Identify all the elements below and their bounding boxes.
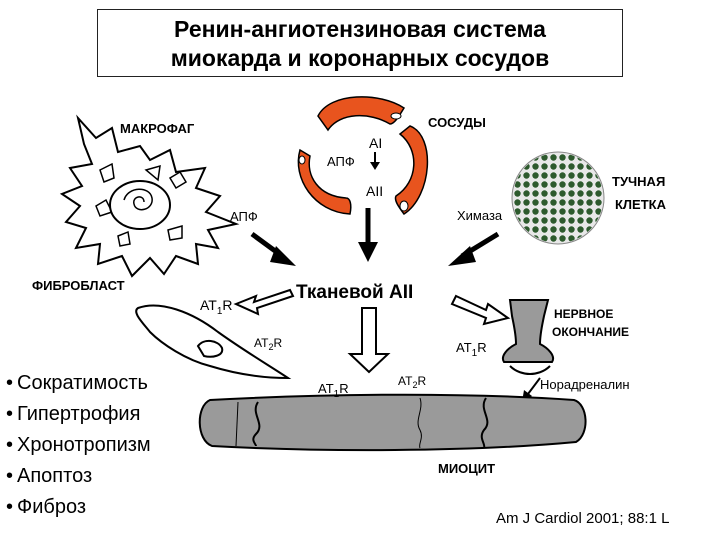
effect-item: Сократимость — [6, 368, 151, 399]
at2r-myocyte-label: AT2R — [398, 374, 426, 390]
fibroblast-label: ФИБРОБЛАСТ — [32, 278, 125, 293]
converging-arrows — [250, 208, 500, 266]
at1r-nerve-label: AT1R — [456, 340, 487, 359]
norepinephrine-label: Норадреналин — [540, 377, 630, 392]
myocyte-label: МИОЦИТ — [438, 461, 495, 476]
myocyte-line-2 — [417, 397, 422, 449]
vessel-cells — [297, 96, 429, 216]
mast-cell-label-1: ТУЧНАЯ — [612, 174, 665, 189]
nerve-ending — [502, 299, 554, 363]
ace-center-label: АПФ — [327, 154, 355, 169]
myocyte-disc-2 — [480, 397, 489, 449]
nerve-label-2: ОКОНЧАНИЕ — [552, 325, 629, 339]
chymase-label: Химаза — [457, 208, 503, 223]
effect-item: Апоптоз — [6, 461, 151, 492]
myocyte-line-1 — [235, 401, 239, 447]
macrophage-label: МАКРОФАГ — [120, 121, 195, 136]
effects-list: Сократимость Гипертрофия Хронотропизм Ап… — [6, 368, 151, 523]
nerve-label-1: НЕРВНОЕ — [554, 307, 613, 321]
at1r-fibroblast-label: AT1R — [200, 297, 233, 317]
title-line-2: миокарда и коронарных сосудов — [170, 45, 550, 71]
effect-item: Хронотропизм — [6, 430, 151, 461]
citation: Am J Cardiol 2001; 88:1 L — [496, 510, 670, 527]
mast-cell-label-2: КЛЕТКА — [615, 197, 667, 212]
myocyte-disc-1 — [252, 401, 261, 447]
ace-macrophage-label: АПФ — [230, 209, 258, 224]
tissue-aii-label: Тканевой AII — [296, 282, 413, 303]
title-line-1: Ренин-ангиотензиновая система — [174, 16, 546, 42]
macrophage-cell — [59, 114, 240, 278]
at1r-myocyte-label: AT1R — [318, 381, 349, 400]
mast-cell-granules — [513, 153, 603, 243]
effect-item: Гипертрофия — [6, 399, 151, 430]
vessels-label: СОСУДЫ — [428, 115, 486, 130]
myocyte-cell — [198, 393, 587, 452]
at2r-fibroblast-label: AT2R — [254, 336, 282, 352]
fibroblast-nucleus — [196, 340, 224, 358]
ai-to-aii-arrowhead — [370, 162, 380, 170]
effect-item: Фиброз — [6, 492, 151, 523]
norepinephrine-arrow — [527, 377, 541, 395]
title-box: Ренин-ангиотензиновая система миокарда и… — [97, 9, 623, 77]
nerve-synapse — [509, 365, 551, 376]
effector-arrows — [233, 288, 511, 374]
aii-center-label: AII — [366, 183, 383, 199]
ai-label: AI — [369, 135, 382, 151]
